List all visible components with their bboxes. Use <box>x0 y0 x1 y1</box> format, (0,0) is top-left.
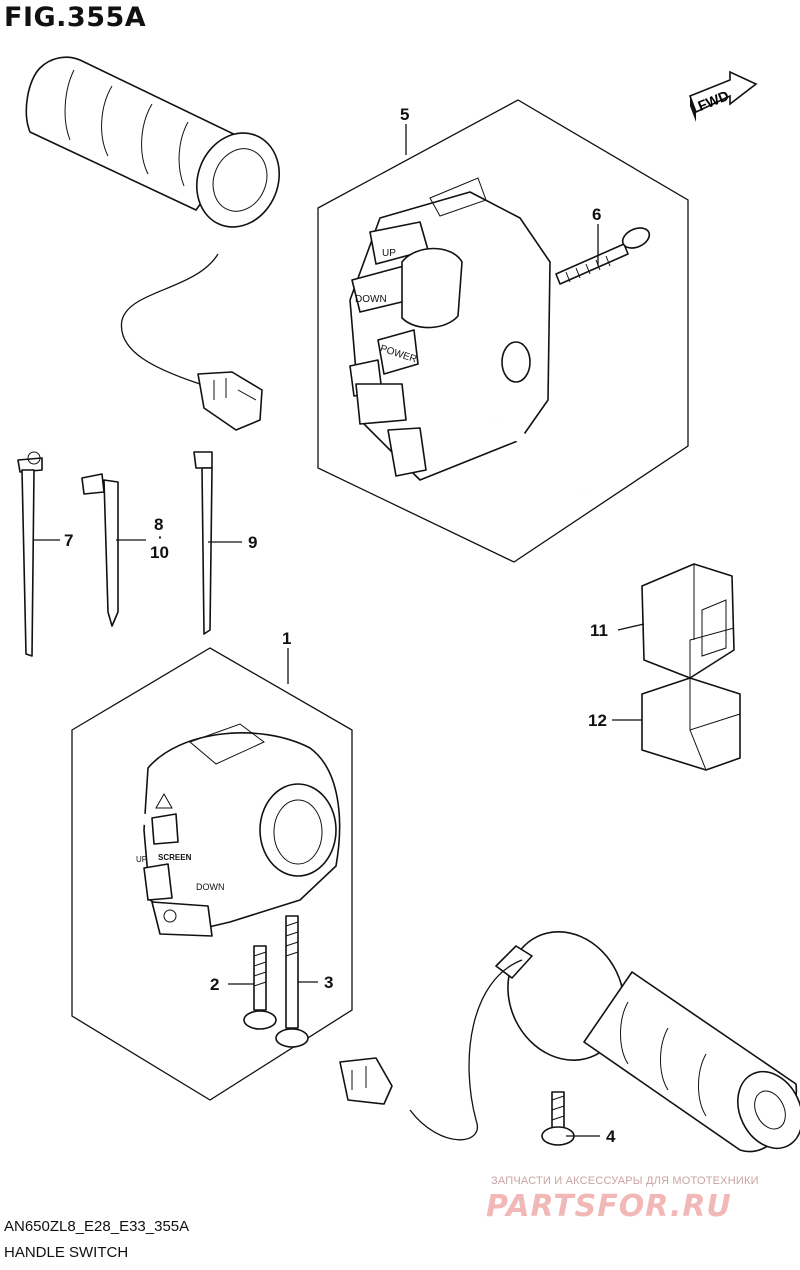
fwd-arrow-icon: FWD <box>688 70 758 122</box>
callout-12: 12 <box>588 711 607 730</box>
callout-8: 8 <box>154 515 163 534</box>
callout-4: 4 <box>606 1127 616 1146</box>
callout-1: 1 <box>282 629 291 648</box>
bolt-part-6-drawing <box>555 227 651 285</box>
left-handle-switch-drawing: SCREEN UP DOWN <box>84 723 341 937</box>
tie-strap-part-9 <box>193 451 213 635</box>
callout-8-10-dot: · <box>158 529 163 545</box>
leader-lines <box>34 124 645 1137</box>
left-grip-drawing <box>25 56 281 431</box>
switch-down-label: DOWN <box>355 294 387 305</box>
switch-up-label: UP <box>382 248 396 259</box>
callout-3: 3 <box>324 973 333 992</box>
tie-strap-part-7 <box>17 451 43 657</box>
frame-part-1 <box>71 647 353 1101</box>
model-code: AN650ZL8_E28_E33_355A <box>4 1218 190 1235</box>
watermark-caption: ЗАПЧАСТИ И АКСЕССУАРЫ ДЛЯ МОТОТЕХНИКИ <box>491 1175 759 1187</box>
frame-part-5 <box>317 99 689 563</box>
callout-6: 6 <box>592 205 601 224</box>
coupler-part-11 <box>641 563 735 679</box>
callout-7: 7 <box>64 531 73 550</box>
callout-9: 9 <box>248 533 257 552</box>
callout-11: 11 <box>590 621 608 640</box>
right-grip-drawing <box>339 931 800 1153</box>
callout-2: 2 <box>210 975 219 994</box>
callout-10: 10 <box>150 543 169 562</box>
figure-title: HANDLE SWITCH <box>4 1244 129 1261</box>
callout-5: 5 <box>400 105 409 124</box>
switch-screen-up-label: UP <box>136 855 147 864</box>
bolt-part-4-drawing <box>541 1091 575 1146</box>
watermark-logo: PARTSFOR.RU <box>486 1189 732 1224</box>
figure-number: FIG.355A <box>4 2 147 33</box>
switch-screen-down-label: DOWN <box>196 882 225 892</box>
coupler-part-12 <box>641 677 741 771</box>
watermark-brand: PARTSFOR.RU <box>486 1189 732 1224</box>
screw-part-3 <box>275 915 309 1048</box>
screw-part-2 <box>243 945 277 1030</box>
switch-screen-label: SCREEN <box>158 853 192 862</box>
clamp-part-8-10 <box>81 473 119 627</box>
right-handle-switch-drawing: UP DOWN POWER <box>349 177 588 497</box>
